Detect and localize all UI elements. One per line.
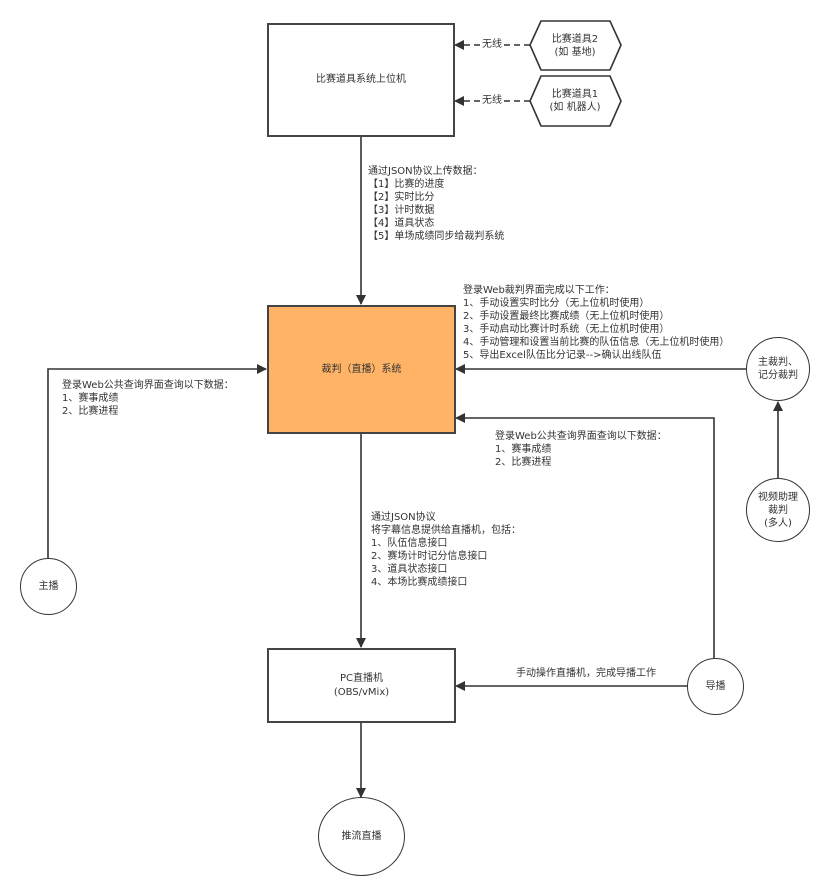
video-assistant-line1: 视频助理 (758, 491, 798, 503)
referee-web-item: 5、导出Excel队伍比分记录-->确认出线队伍 (463, 350, 662, 361)
caption-annotation: 通过JSON协议 将字幕信息提供给直播机，包括： 1、队伍信息接口 2、赛场计时… (371, 511, 521, 589)
director-node[interactable]: 导播 (687, 658, 744, 715)
caption-item: 1、队伍信息接口 (371, 538, 448, 549)
video-assistant-node[interactable]: 视频助理 裁判 (多人) (746, 478, 810, 542)
director-query-item: 1、赛事成绩 (495, 444, 552, 455)
wireless-label-top: 无线 (481, 38, 503, 51)
host-query-item: 2、比赛进程 (62, 406, 119, 417)
host-node[interactable]: 主播 (20, 558, 77, 615)
chief-referee-node[interactable]: 主裁判、 记分裁判 (746, 337, 810, 401)
upload-title: 通过JSON协议上传数据： (368, 166, 483, 177)
video-assistant-line2: 裁判 (768, 504, 788, 516)
director-query-title: 登录Web公共查询界面查询以下数据： (495, 431, 667, 442)
caption-item: 2、赛场计时记分信息接口 (371, 551, 488, 562)
upload-item: 【2】实时比分 (368, 192, 435, 203)
stream-label: 推流直播 (341, 831, 382, 842)
pc-broadcaster-line2: (OBS/vMix) (333, 686, 390, 698)
upload-annotation: 通过JSON协议上传数据： 【1】比赛的进度 【2】实时比分 【3】计时数据 【… (368, 165, 504, 243)
pc-broadcaster-node[interactable]: PC直播机 (OBS/vMix) (267, 648, 456, 723)
director-label: 导播 (705, 681, 726, 692)
referee-web-item: 4、手动管理和设置当前比赛的队伍信息（无上位机时使用） (463, 337, 730, 348)
prop1-hexagon[interactable] (529, 75, 622, 127)
prop2-label: 比赛道具2 (如 基地) (535, 21, 615, 70)
caption-item: 3、道具状态接口 (371, 564, 448, 575)
upload-item: 【4】道具状态 (368, 218, 435, 229)
caption-item: 4、本场比赛成绩接口 (371, 577, 468, 588)
upload-item: 【3】计时数据 (368, 205, 435, 216)
host-query-title: 登录Web公共查询界面查询以下数据： (62, 380, 234, 391)
caption-title2: 将字幕信息提供给直播机，包括： (371, 525, 521, 536)
referee-web-item: 1、手动设置实时比分（无上位机时使用） (463, 298, 650, 309)
stream-node[interactable]: 推流直播 (318, 797, 405, 876)
director-query-annotation: 登录Web公共查询界面查询以下数据： 1、赛事成绩 2、比赛进程 (495, 430, 667, 469)
video-assistant-line3: (多人) (764, 517, 792, 529)
chief-referee-line1: 主裁判、 (758, 357, 798, 368)
referee-web-annotation: 登录Web裁判界面完成以下工作： 1、手动设置实时比分（无上位机时使用） 2、手… (463, 284, 729, 362)
wireless-label-bottom: 无线 (481, 94, 503, 107)
upload-item: 【1】比赛的进度 (368, 179, 445, 190)
pc-broadcaster-line1: PC直播机 (339, 672, 383, 684)
referee-system-node[interactable]: 裁判（直播）系统 (267, 305, 456, 434)
director-query-item: 2、比赛进程 (495, 457, 552, 468)
host-query-annotation: 登录Web公共查询界面查询以下数据： 1、赛事成绩 2、比赛进程 (62, 379, 234, 418)
upper-computer-label: 比赛道具系统上位机 (316, 74, 406, 85)
caption-title1: 通过JSON协议 (371, 512, 436, 523)
referee-web-item: 2、手动设置最终比赛成绩（无上位机时使用） (463, 311, 670, 322)
prop1-label: 比赛道具1 (如 机器人) (535, 76, 615, 126)
host-label: 主播 (38, 581, 59, 592)
referee-system-label: 裁判（直播）系统 (321, 363, 402, 375)
prop2-line2: (如 基地) (554, 46, 596, 58)
upper-computer-node[interactable]: 比赛道具系统上位机 (267, 23, 455, 137)
prop2-line1: 比赛道具2 (551, 33, 599, 45)
host-query-edge (47, 364, 267, 558)
referee-web-item: 3、手动启动比赛计时系统（无上位机时使用） (463, 324, 670, 335)
upload-item: 【5】单场成绩同步给裁判系统 (368, 231, 505, 242)
prop1-line2: (如 机器人) (549, 102, 601, 113)
referee-web-title: 登录Web裁判界面完成以下工作： (463, 285, 615, 296)
prop1-line1: 比赛道具1 (551, 89, 599, 100)
director-operate-label: 手动操作直播机，完成导播工作 (516, 668, 656, 679)
prop2-hexagon[interactable] (529, 20, 622, 71)
host-query-item: 1、赛事成绩 (62, 393, 119, 404)
director-query-edge (455, 413, 715, 658)
chief-referee-line2: 记分裁判 (758, 370, 798, 381)
